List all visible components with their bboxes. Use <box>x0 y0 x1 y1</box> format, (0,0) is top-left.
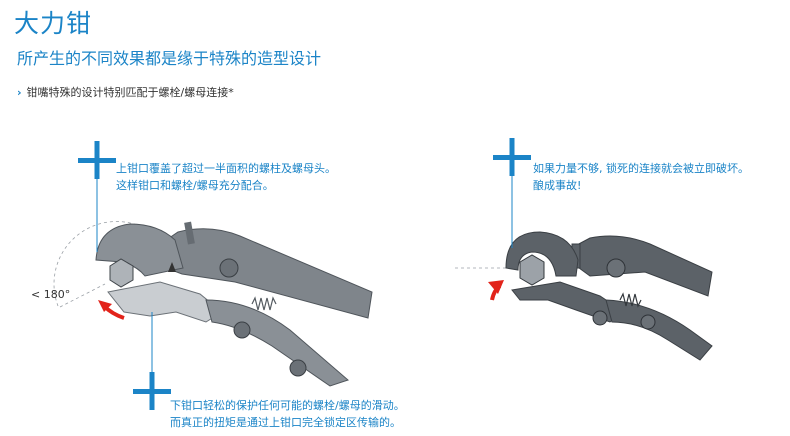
hex-nut <box>520 255 544 285</box>
lower-jaw-note-line2: 而真正的扭矩是通过上钳口完全锁定区传输的。 <box>170 414 405 431</box>
warning-note-line2: 酿成事故! <box>533 177 749 194</box>
lower-jaw-note: 下钳口轻松的保护任何可能的螺栓/螺母的滑动。 而真正的扭矩是通过上钳口完全锁定区… <box>170 397 405 431</box>
plus-icon <box>133 372 171 410</box>
rivet <box>593 311 607 325</box>
warning-note-line1: 如果力量不够, 锁死的连接就会被立即破坏。 <box>533 160 749 177</box>
rivet <box>641 315 655 329</box>
upper-jaw-note-line1: 上钳口覆盖了超过一半面积的螺柱及螺母头。 <box>116 160 336 177</box>
plus-icon <box>493 138 531 176</box>
rivet <box>220 259 238 277</box>
upper-handle <box>560 236 712 296</box>
lower-handle <box>206 300 348 386</box>
angle-label: < 180° <box>31 288 70 301</box>
rivet <box>607 259 625 277</box>
rivet <box>290 360 306 376</box>
lower-jaw <box>108 282 222 322</box>
rivet <box>234 322 250 338</box>
warning-note: 如果力量不够, 锁死的连接就会被立即破坏。 酿成事故! <box>533 160 749 194</box>
upper-jaw-note-line2: 这样钳口和螺栓/螺母充分配合。 <box>116 177 336 194</box>
upper-jaw-note: 上钳口覆盖了超过一半面积的螺柱及螺母头。 这样钳口和螺栓/螺母充分配合。 <box>116 160 336 194</box>
spring <box>252 298 276 310</box>
plus-icon <box>78 141 116 179</box>
lower-jaw-note-line1: 下钳口轻松的保护任何可能的螺栓/螺母的滑动。 <box>170 397 405 414</box>
lower-handle <box>606 300 712 360</box>
